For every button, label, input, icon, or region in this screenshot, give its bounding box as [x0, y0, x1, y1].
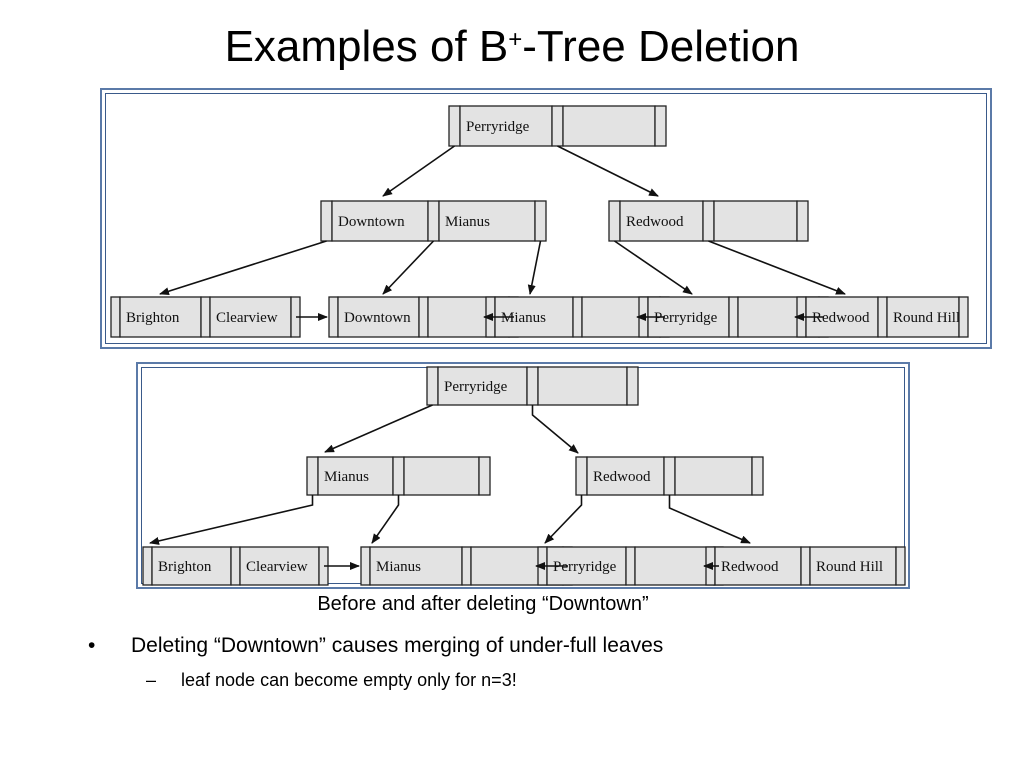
after-tree-edge: [149, 495, 314, 545]
before-leaf-node-pointer-cell: [958, 296, 969, 338]
after-internal-node-pointer-cell: [392, 456, 405, 496]
after-internal-node-pointer-cell: [751, 456, 764, 496]
after-leaf-node-key-text: Clearview: [246, 559, 308, 575]
after-leaf-node-key-cell: [151, 546, 232, 586]
before-internal-node-pointer-cell: [427, 200, 440, 242]
figure-caption: Before and after deleting “Downtown”: [317, 593, 649, 615]
before-tree-inner-border: [105, 93, 987, 344]
after-internal-node-key-cell: [586, 456, 665, 496]
after-tree-edge: [668, 495, 751, 544]
after-leaf-node-pointer-cell: [895, 546, 906, 586]
after-tree-edge: [371, 495, 400, 544]
before-root-node-key-text: Perryridge: [466, 119, 530, 135]
before-tree-edge: [557, 145, 659, 197]
before-root-node-pointer-cell: [551, 105, 564, 147]
after-root-node-pointer-cell: [626, 366, 639, 406]
after-leaf-node-key-cell: [634, 546, 715, 586]
before-leaf-node-pointer-cell: [418, 296, 429, 338]
before-tree-edge: [527, 240, 542, 295]
before-leaf-node-key-cell: [209, 296, 292, 338]
after-internal-node-key-cell: [317, 456, 394, 496]
after-internal-node-pointer-cell: [478, 456, 491, 496]
before-leaf-node-pointer-cell: [110, 296, 121, 338]
after-root-node-key-cell: [437, 366, 528, 406]
after-leaf-node-key-text: Brighton: [158, 559, 212, 575]
after-internal-node-pointer-cell: [575, 456, 588, 496]
slide-title: Examples of B+-Tree Deletion: [0, 22, 1024, 72]
before-leaf-node-key-text: Downtown: [344, 310, 411, 326]
before-leaf-node-pointer-cell: [728, 296, 739, 338]
after-leaf-node-key-cell: [809, 546, 897, 586]
before-leaf-node-pointer-cell: [328, 296, 339, 338]
title-superscript: +: [508, 26, 523, 53]
before-internal-node-key-text: Redwood: [626, 214, 684, 230]
after-root-node-key-text: Perryridge: [444, 379, 508, 395]
after-root-node-key-cell: [537, 366, 628, 406]
before-root-node-pointer-cell: [448, 105, 461, 147]
before-tree-edge: [614, 240, 693, 295]
after-leaf-node-pointer-cell: [360, 546, 371, 586]
sub-bullet-marker: –: [146, 670, 157, 690]
before-internal-node-pointer-cell: [534, 200, 547, 242]
after-internal-node-key-cell: [403, 456, 480, 496]
after-leaf-node-key-cell: [239, 546, 320, 586]
after-leaf-node-pointer-cell: [142, 546, 153, 586]
before-internal-node-key-text: Downtown: [338, 214, 405, 230]
sub-bullet-text: leaf node can become empty only for n=3!: [181, 670, 517, 690]
before-internal-node-key-cell: [331, 200, 429, 242]
before-tree-edge: [382, 240, 435, 295]
before-leaf-node-key-text: Mianus: [501, 310, 546, 326]
after-internal-node-key-text: Redwood: [593, 469, 651, 485]
bullet-text: Deleting “Downtown” causes merging of un…: [131, 634, 664, 657]
after-leaf-node-pointer-cell: [230, 546, 241, 586]
after-tree-edge: [324, 404, 433, 453]
before-leaf-node-key-text: Round Hill: [893, 310, 960, 326]
before-leaf-node-pointer-cell: [200, 296, 211, 338]
before-leaf-node-key-text: Perryridge: [654, 310, 718, 326]
after-leaf-node-pointer-cell: [461, 546, 472, 586]
after-leaf-node-pointer-cell: [625, 546, 636, 586]
title-rest: -Tree Deletion: [522, 22, 800, 71]
title-main: Examples of B: [224, 22, 509, 71]
before-internal-node-pointer-cell: [702, 200, 715, 242]
after-internal-node-pointer-cell: [663, 456, 676, 496]
before-leaf-node-key-text: Brighton: [126, 310, 180, 326]
after-tree-edge: [531, 405, 579, 454]
after-internal-node-key-cell: [674, 456, 753, 496]
before-tree-edge: [708, 240, 846, 295]
before-leaf-node-pointer-cell: [572, 296, 583, 338]
after-leaf-node-key-text: Round Hill: [816, 559, 883, 575]
before-leaf-node-key-cell: [119, 296, 202, 338]
after-tree-edge: [544, 495, 583, 544]
before-root-node-pointer-cell: [654, 105, 667, 147]
before-internal-node-key-text: Mianus: [445, 214, 490, 230]
before-tree-edge: [159, 240, 327, 296]
after-root-node-pointer-cell: [426, 366, 439, 406]
after-root-node-pointer-cell: [526, 366, 539, 406]
bullet-marker: •: [88, 634, 96, 657]
before-internal-node-key-cell: [438, 200, 536, 242]
after-leaf-node-key-text: Perryridge: [553, 559, 617, 575]
after-internal-node-key-text: Mianus: [324, 469, 369, 485]
after-leaf-node-pointer-cell: [800, 546, 811, 586]
before-internal-node-key-cell: [619, 200, 704, 242]
after-leaf-node-key-text: Mianus: [376, 559, 421, 575]
before-leaf-node-key-text: Redwood: [812, 310, 870, 326]
before-internal-node-pointer-cell: [796, 200, 809, 242]
before-root-node-key-cell: [459, 105, 553, 147]
after-internal-node-pointer-cell: [306, 456, 319, 496]
after-leaf-node-key-text: Redwood: [721, 559, 779, 575]
before-internal-node-key-cell: [713, 200, 798, 242]
before-internal-node-pointer-cell: [320, 200, 333, 242]
before-internal-node-pointer-cell: [608, 200, 621, 242]
before-leaf-node-pointer-cell: [877, 296, 888, 338]
before-leaf-node-key-text: Clearview: [216, 310, 278, 326]
before-root-node-key-cell: [562, 105, 656, 147]
before-tree-edge: [382, 145, 455, 197]
